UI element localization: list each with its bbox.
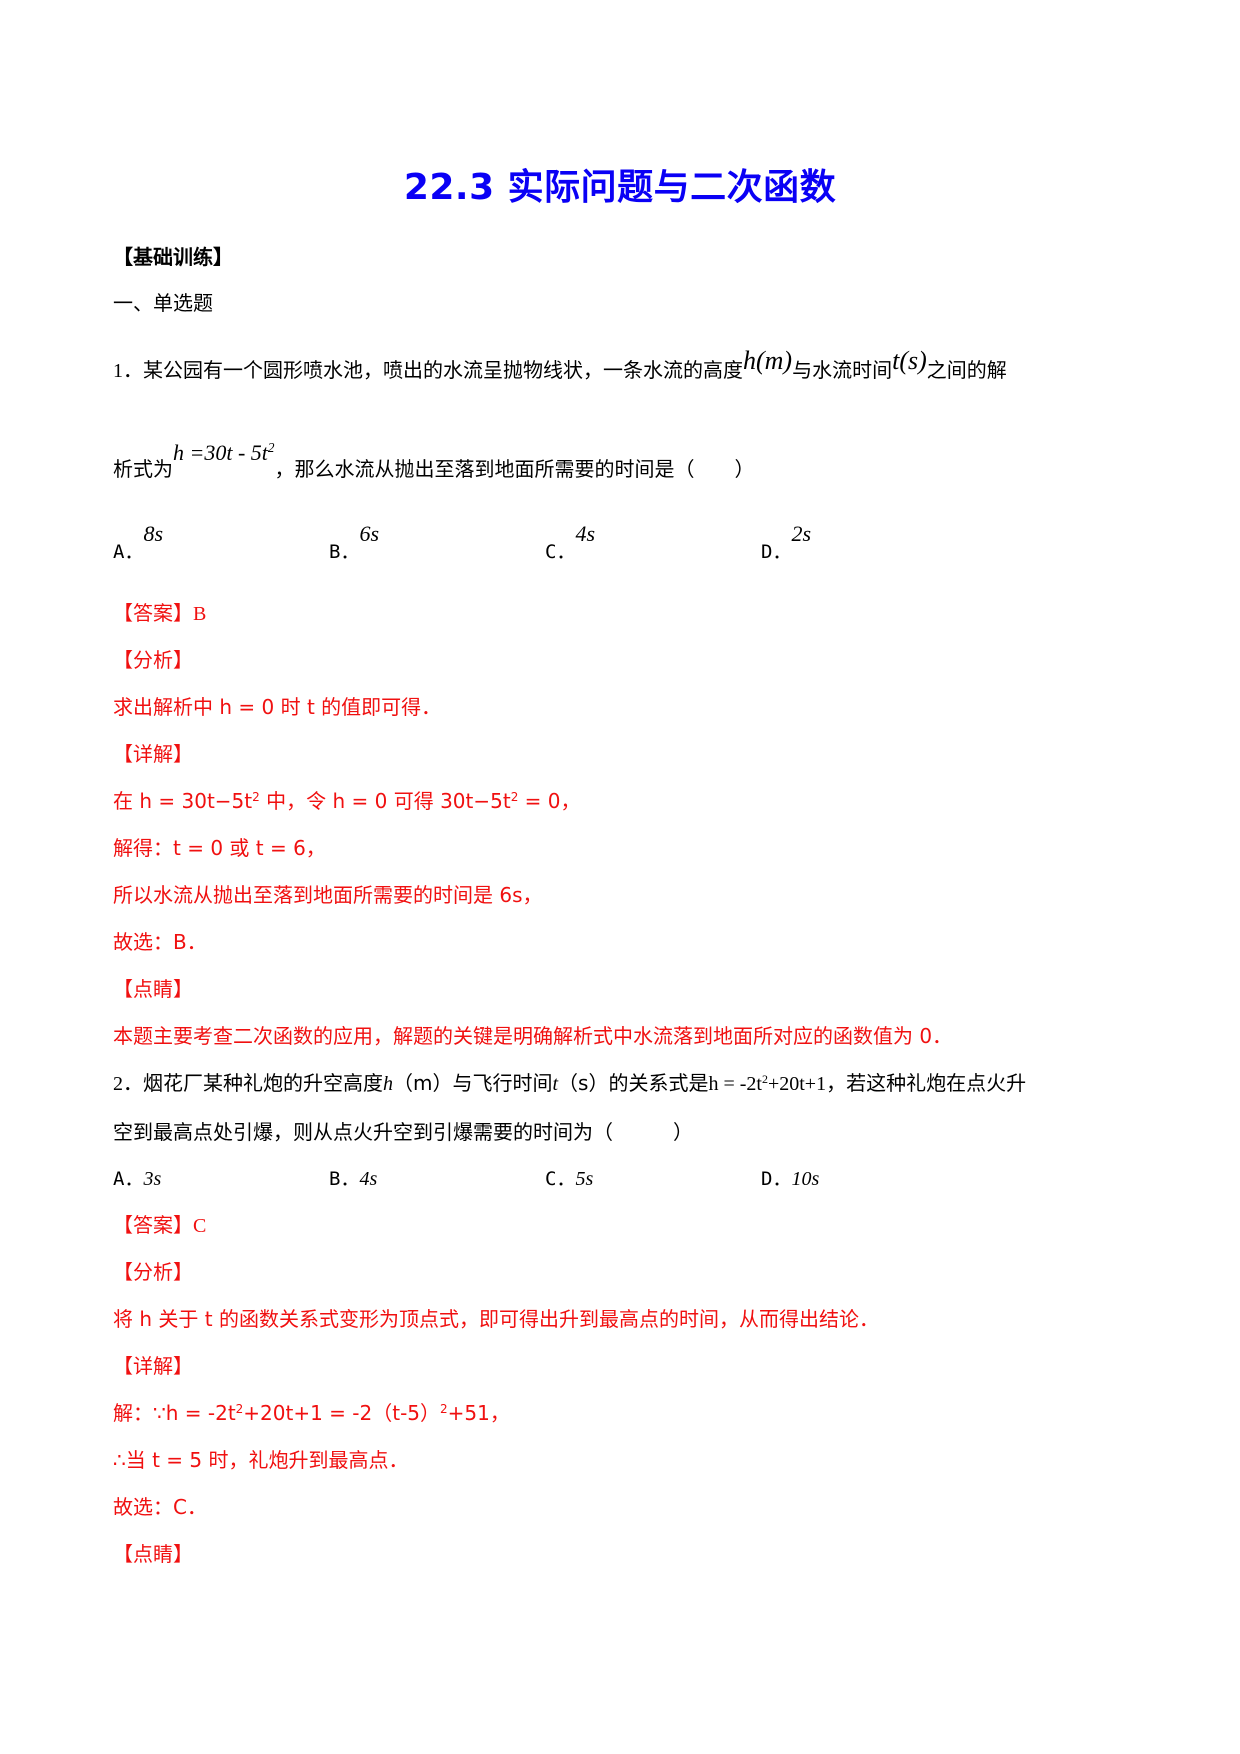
detail-line: 故选：C．	[113, 1495, 207, 1519]
page-title: 22.3 实际问题与二次函数	[403, 167, 837, 208]
option-b[interactable]: B．4s	[329, 1168, 378, 1190]
analysis-text: 求出解析中 h = 0 时 t 的值即可得．	[113, 695, 442, 719]
question-1-stem-line1: 1．某公园有一个圆形喷水池，喷出的水流呈抛物线状，一条水流的高度h(m)与水流时…	[113, 346, 1007, 383]
var-h-m: h(m)	[743, 346, 793, 375]
var-t-s: t(s)	[892, 346, 927, 375]
detail-line: 解得：t = 0 或 t = 6，	[113, 836, 326, 860]
option-a[interactable]: A．3s	[113, 1168, 162, 1190]
option-d[interactable]: D．10s	[761, 1168, 820, 1190]
detail-line: 故选：B．	[113, 930, 207, 954]
option-c[interactable]: C．4s	[545, 521, 596, 563]
option-c[interactable]: C．5s	[545, 1168, 594, 1190]
analysis-text: 将 h 关于 t 的函数关系式变形为顶点式，即可得出升到最高点的时间，从而得出结…	[113, 1307, 879, 1331]
question-number: 2．	[113, 1073, 143, 1095]
option-a[interactable]: A．8s	[113, 521, 164, 563]
section-label: 【基础训练】	[113, 245, 233, 269]
comment-text: 本题主要考查二次函数的应用，解题的关键是明确解析式中水流落到地面所对应的函数值为…	[113, 1024, 953, 1048]
question-2-stem-line1: 2．烟花厂某种礼炮的升空高度h（m）与飞行时间t（s）的关系式是h = -2t2…	[113, 1071, 1027, 1095]
detail-label: 【详解】	[113, 742, 193, 766]
answer-line: 【答案】C	[113, 1213, 207, 1237]
comment-label: 【点睛】	[113, 977, 193, 1001]
detail-line: 解：∵h = -2t2+20t+1 = -2（t-5）2+51，	[113, 1401, 510, 1425]
question-number: 1．	[113, 360, 143, 382]
analysis-label: 【分析】	[113, 648, 193, 672]
comment-label: 【点睛】	[113, 1542, 193, 1566]
formula: h = -2t2+20t+1	[708, 1071, 827, 1095]
detail-line: 在 h = 30t−5t2 中，令 h = 0 可得 30t−5t2 = 0，	[113, 789, 581, 813]
question-2-stem-line2: 空到最高点处引爆，则从点火升空到引爆需要的时间为（ ）	[113, 1120, 693, 1144]
option-d[interactable]: D．2s	[761, 521, 812, 563]
detail-line: ∴当 t = 5 时，礼炮升到最高点．	[113, 1448, 409, 1472]
answer-line: 【答案】B	[113, 601, 207, 625]
formula: h =30t - 5t2	[173, 440, 275, 465]
answer-value: C	[193, 1215, 207, 1237]
subsection-label: 一、单选题	[113, 291, 213, 315]
analysis-label: 【分析】	[113, 1260, 193, 1284]
detail-label: 【详解】	[113, 1354, 193, 1378]
answer-value: B	[193, 603, 207, 625]
question-1-stem-line2: 析式为h =30t - 5t2，那么水流从抛出至落到地面所需要的时间是（ ）	[113, 440, 755, 481]
option-b[interactable]: B．6s	[329, 521, 380, 563]
detail-line: 所以水流从抛出至落到地面所需要的时间是 6s，	[113, 883, 543, 907]
